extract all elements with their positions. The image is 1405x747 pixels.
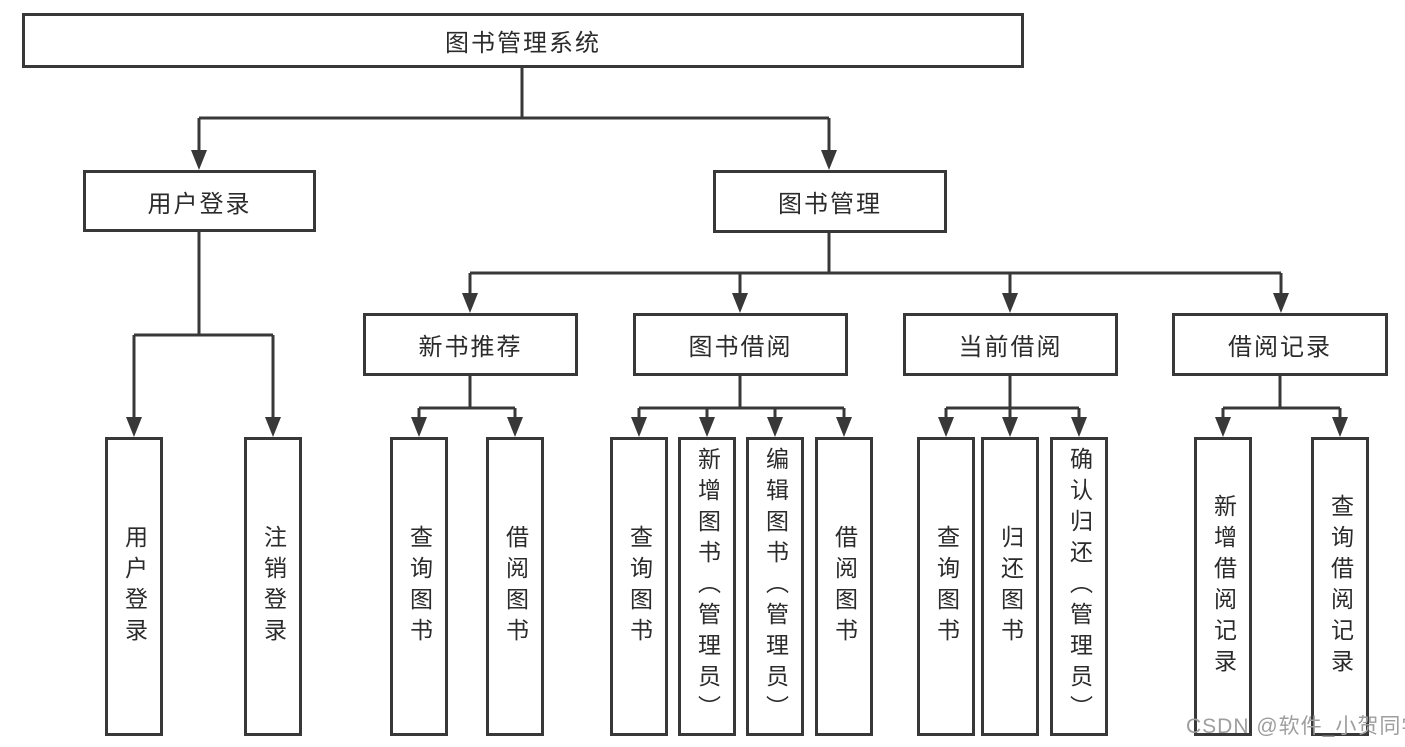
- leaf-edit-book-admin: 编辑图书（管理员）: [746, 437, 804, 736]
- node-user-login: 用户登录: [83, 170, 316, 232]
- leaf-query-book: 查询图书: [390, 437, 448, 736]
- edge-manage-to-modules: [468, 233, 1283, 296]
- edge-root-to-level2: [197, 68, 831, 151]
- leaf-user-login: 用户登录: [105, 437, 163, 736]
- edge-current-to-children: [944, 376, 1081, 420]
- edge-records-to-children: [1221, 376, 1342, 420]
- edge-recommend-to-children: [417, 376, 517, 420]
- node-book-management: 图书管理: [713, 170, 947, 233]
- leaf-add-borrow-record: 新增借阅记录: [1194, 437, 1252, 736]
- leaf-query-book: 查询图书: [610, 437, 668, 736]
- arrowheads: [126, 150, 1348, 437]
- leaf-confirm-return-admin: 确认归还（管理员）: [1050, 437, 1108, 736]
- edge-user-to-children: [132, 232, 275, 420]
- leaf-borrow-book: 借阅图书: [486, 437, 544, 736]
- leaf-query-book: 查询图书: [917, 437, 975, 736]
- leaf-borrow-book: 借阅图书: [815, 437, 873, 736]
- csdn-watermark: CSDN @软件_小贺同学: [1186, 715, 1405, 738]
- leaf-add-book-admin: 新增图书（管理员）: [678, 437, 736, 736]
- node-library-management-system: 图书管理系统: [22, 13, 1024, 68]
- leaf-query-borrow-record: 查询借阅记录: [1311, 437, 1369, 736]
- node-borrowing-records: 借阅记录: [1172, 313, 1388, 376]
- leaf-logout: 注销登录: [244, 437, 302, 736]
- node-current-borrowing: 当前借阅: [903, 313, 1118, 376]
- edge-borrow-to-children: [637, 376, 846, 420]
- node-book-borrowing: 图书借阅: [633, 313, 848, 376]
- leaf-return-book: 归还图书: [981, 437, 1039, 736]
- node-new-book-recommend: 新书推荐: [363, 313, 578, 376]
